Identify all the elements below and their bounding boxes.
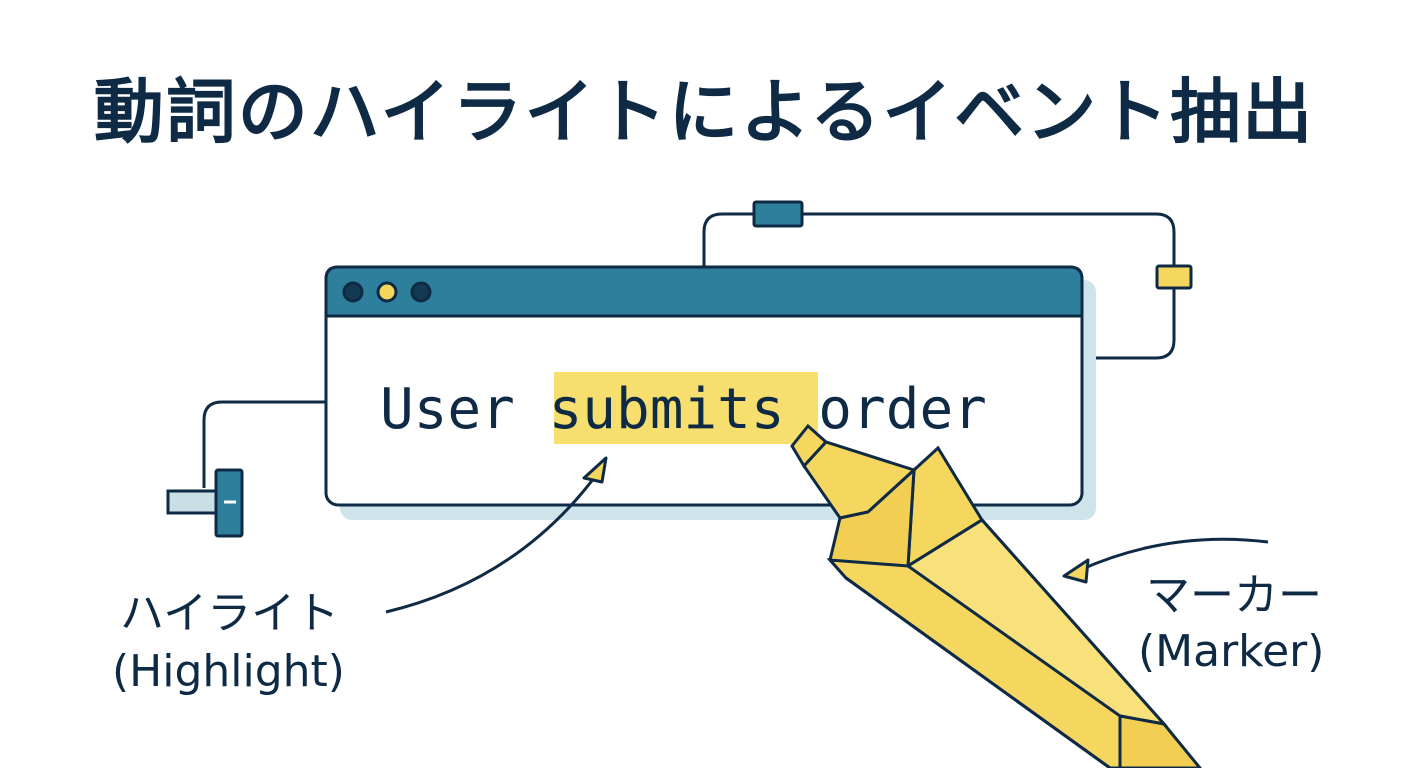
wire-connector-blue: [752, 200, 804, 228]
highlight-label-ja: ハイライト: [120, 588, 339, 639]
connector-wire-left: [202, 400, 326, 488]
sentence-verb-highlighted: submits: [549, 377, 785, 442]
highlight-arrowhead-icon: [582, 456, 608, 484]
page-title: 動詞のハイライトによるイベント抽出: [93, 71, 1315, 153]
wire-plug-light: [166, 489, 222, 515]
sentence-subject: User: [380, 377, 549, 442]
window-title-bar: [324, 265, 1084, 318]
window-dot-close[interactable]: [342, 281, 364, 303]
highlight-pointer-line: [385, 469, 602, 614]
highlight-label-en: (Highlight): [112, 646, 345, 697]
window-dot-minimize[interactable]: [376, 281, 398, 303]
marker-arrowhead-icon: [1062, 558, 1090, 584]
window-dot-maximize[interactable]: [410, 281, 432, 303]
highlighter-marker-icon: [790, 423, 1202, 768]
sentence-object: order: [785, 377, 987, 442]
marker-label-en: (Marker): [1138, 626, 1324, 677]
connector-wire-right: [702, 212, 1176, 360]
window-sentence: User submits order: [380, 377, 987, 442]
marker-label-ja: マーカー: [1146, 570, 1322, 621]
wire-connector-yellow: [1155, 264, 1193, 290]
marker-pointer-line: [1079, 537, 1269, 572]
verb-highlight-box: [554, 372, 818, 444]
